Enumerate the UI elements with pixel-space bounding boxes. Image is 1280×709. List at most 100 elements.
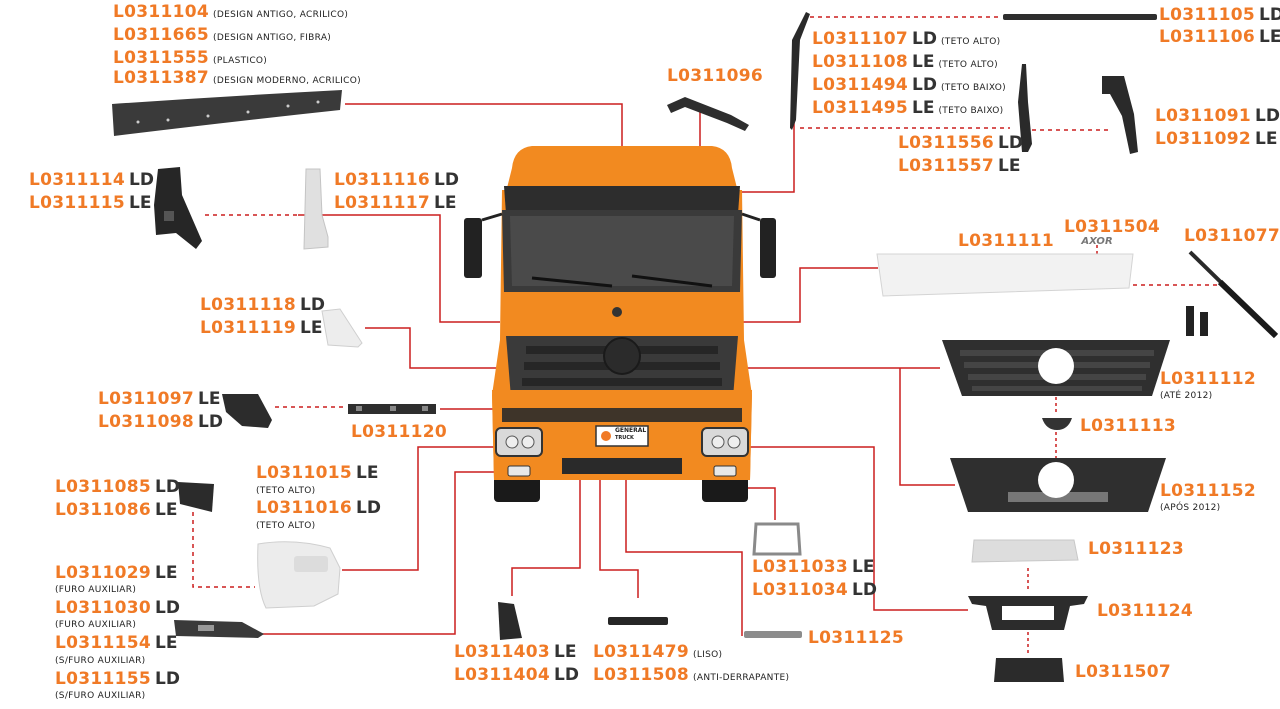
front-panel-part — [876, 253, 1134, 297]
note-bumper-end-2: (TETO ALTO) — [256, 521, 316, 531]
label-step-1: L0311479(LISO) — [593, 642, 723, 662]
bumper-end-part — [257, 541, 341, 609]
label-step-2: L0311508(ANTI-DERRAPANTE) — [593, 665, 790, 685]
line-pillar — [738, 118, 795, 193]
grille-ring-part — [1042, 418, 1072, 430]
label-step-plate: L0311125 — [808, 628, 905, 648]
bumper-trim-part — [174, 620, 264, 638]
gas-spring-part — [1186, 250, 1279, 339]
lamp-frame-part — [752, 522, 802, 556]
truck-visor — [504, 186, 740, 214]
axor-badge-part: AXOR — [1080, 236, 1112, 246]
step-part — [608, 617, 668, 625]
corner-trim-part — [303, 168, 329, 250]
note-bumper-1: (FURO AUXILIAR) — [55, 585, 137, 595]
plate-brand-text: GENERAL — [615, 427, 647, 434]
label-handle: L0311096 — [667, 66, 764, 86]
label-badge: L0311504 — [1064, 217, 1161, 237]
note-bumper-4: (S/FURO AUXILIAR) — [55, 691, 146, 701]
line-front-panel — [740, 267, 878, 323]
a-pillar-part — [1018, 64, 1032, 152]
truck-plate — [595, 425, 649, 447]
step-cover-part — [321, 308, 363, 348]
truck-headlight-right — [701, 427, 749, 457]
truck-mirror-right — [760, 218, 776, 278]
mud-corner-part — [498, 602, 522, 640]
plate-sub-text: TRUCK — [615, 435, 634, 441]
grille-new-part — [950, 458, 1166, 512]
truck-emblem — [603, 337, 641, 375]
grille-old-part — [942, 340, 1170, 396]
step-plate-part — [744, 631, 802, 638]
label-visor-1: L0311104(DESIGN ANTIGO, ACRILICO) — [113, 2, 349, 22]
line-step-bracket — [728, 446, 968, 611]
note-grille-new: (APÓS 2012) — [1160, 503, 1221, 513]
note-bumper-end-1: (TETO ALTO) — [256, 486, 316, 496]
label-tread: L0311123 — [1088, 539, 1185, 559]
line-corner-trim — [298, 214, 500, 323]
label-grille-ring: L0311113 — [1080, 416, 1177, 436]
truck-mirror-left — [464, 218, 482, 278]
truck-roof — [506, 146, 738, 192]
label-grille-old: L0311112 — [1160, 369, 1257, 389]
label-visor-3: L0311555(PLASTICO) — [113, 48, 268, 68]
note-grille-old: (ATÉ 2012) — [1160, 391, 1213, 401]
tread-part — [971, 539, 1079, 563]
line-bumper — [262, 471, 504, 635]
mirror-bracket-part — [154, 167, 202, 249]
sun-visor-part — [112, 90, 342, 136]
tow-cover-part — [994, 658, 1064, 682]
crossbar-part — [348, 404, 436, 414]
label-crossbar: L0311120 — [351, 422, 448, 442]
line-bumper-end — [342, 446, 496, 571]
label-step-bracket: L0311124 — [1097, 601, 1194, 621]
line-grille-new — [899, 368, 955, 486]
line-step — [599, 478, 639, 598]
step-bracket-part — [968, 596, 1088, 630]
line-small-cover-dash — [192, 512, 255, 588]
line-mud-corner — [511, 478, 581, 596]
note-bumper-2: (FURO AUXILIAR) — [55, 620, 137, 630]
pillar-trim-part — [790, 12, 810, 130]
badge-text: AXOR — [1080, 236, 1112, 246]
label-visor-4: L0311387(DESIGN MODERNO, ACRILICO) — [113, 68, 361, 88]
label-front-panel: L0311111 — [958, 231, 1055, 251]
small-cover-part — [178, 482, 214, 512]
door-pillar-part — [1102, 76, 1138, 154]
roof-strip-part — [1003, 14, 1157, 20]
truck-headlight-left — [495, 427, 543, 457]
line-step-cover — [365, 327, 520, 369]
note-bumper-3: (S/FURO AUXILIAR) — [55, 656, 146, 666]
line-step-plate — [625, 458, 743, 636]
